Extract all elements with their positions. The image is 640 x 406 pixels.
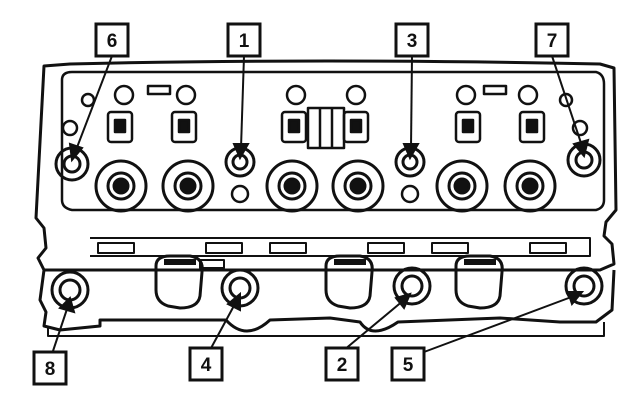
svg-text:5: 5 (403, 355, 414, 376)
svg-text:3: 3 (407, 31, 418, 52)
callout-5: 5 (390, 346, 426, 382)
callout-8: 8 (32, 350, 68, 386)
svg-text:4: 4 (201, 355, 212, 376)
callout-3: 3 (394, 22, 430, 58)
callout-7: 7 (534, 22, 570, 58)
callout-1: 1 (226, 22, 262, 58)
svg-text:7: 7 (547, 31, 558, 52)
callout-4: 4 (188, 346, 224, 382)
svg-text:8: 8 (45, 359, 56, 380)
callout-6: 6 (94, 22, 130, 58)
svg-text:2: 2 (337, 355, 348, 376)
svg-text:6: 6 (107, 31, 118, 52)
leader-lines (51, 55, 590, 355)
svg-text:1: 1 (239, 31, 250, 52)
callout-2: 2 (324, 346, 360, 382)
